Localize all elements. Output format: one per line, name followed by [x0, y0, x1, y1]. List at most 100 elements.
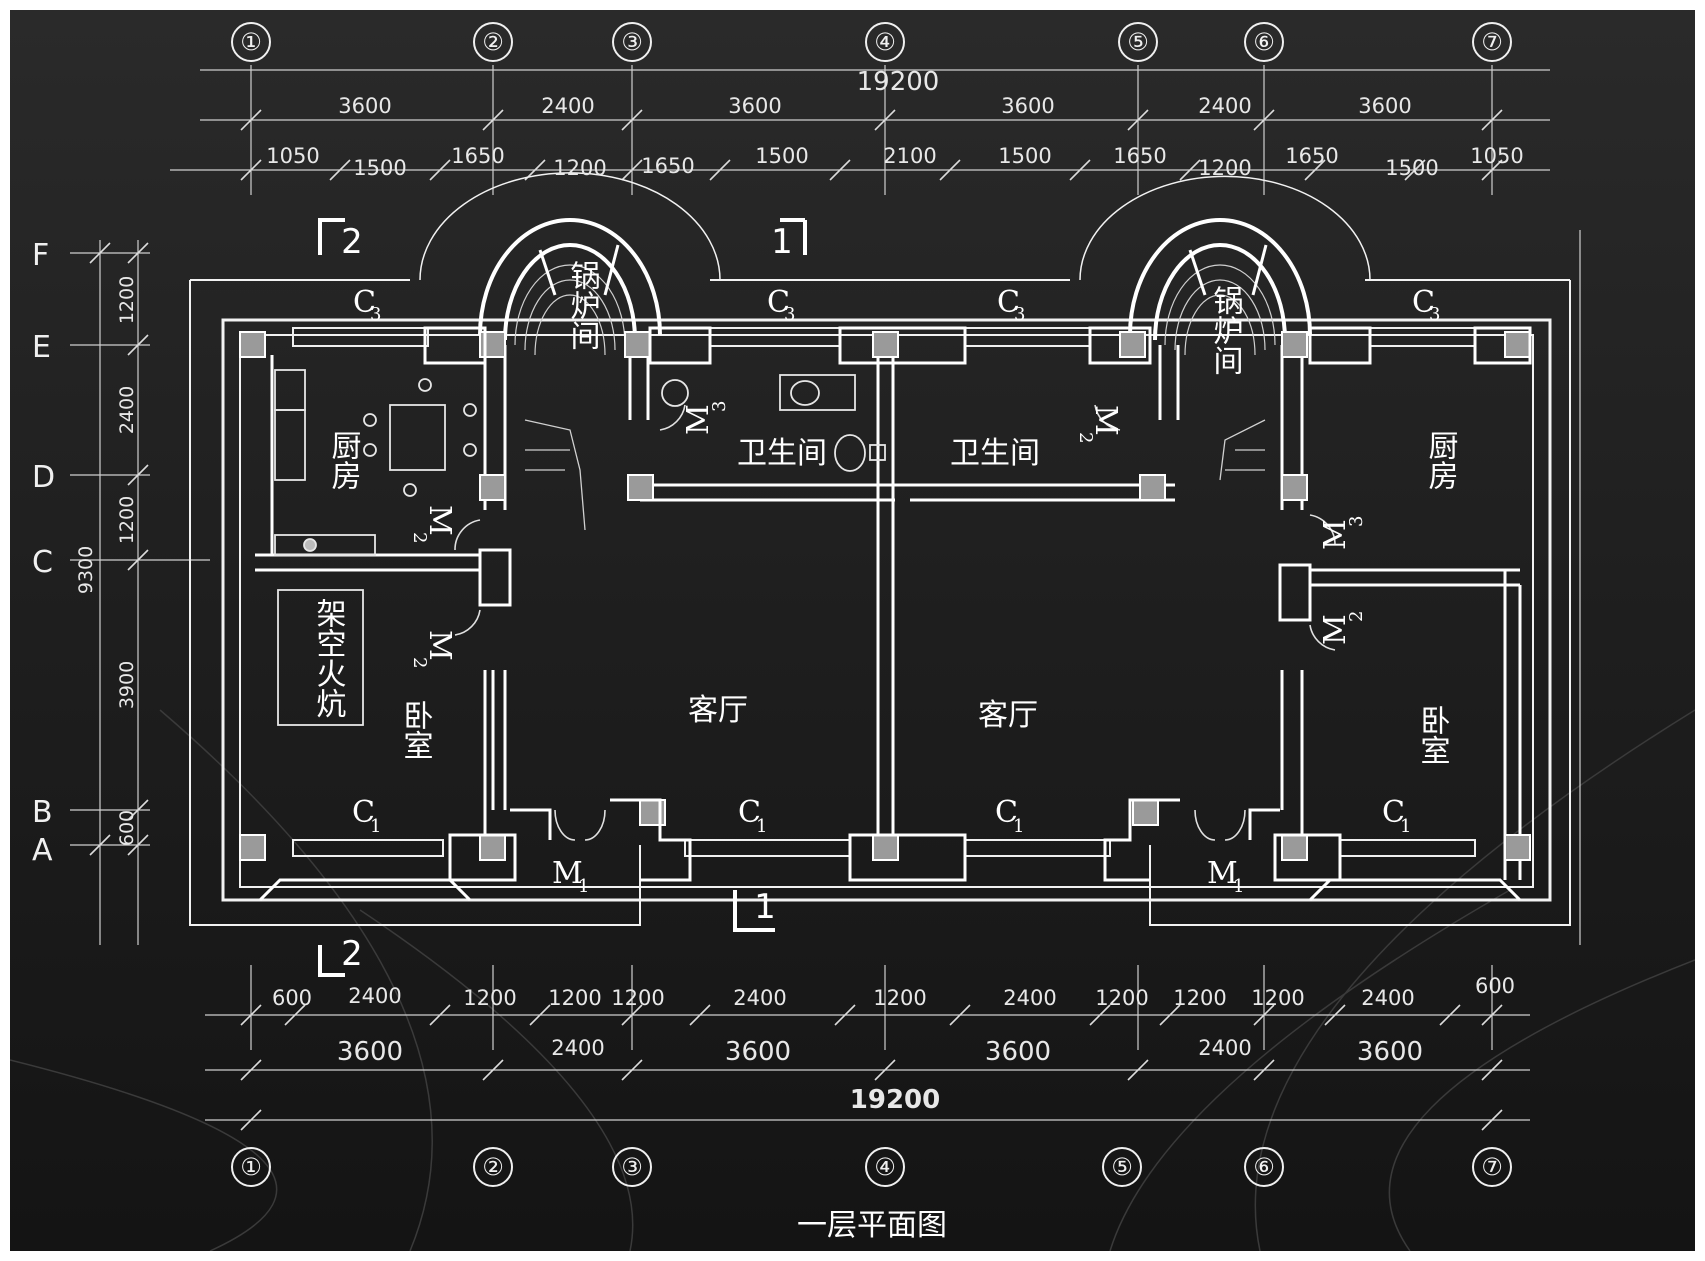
dim-bottom-bay: 3600 — [725, 1037, 791, 1067]
dim-bottom-detail: 1200 — [873, 986, 926, 1010]
door-m1-label: M — [552, 856, 583, 891]
door-swings — [454, 404, 1336, 841]
dim-left-total: 9300 — [75, 546, 97, 594]
room-boiler-left-label: 锅炉间 — [565, 260, 601, 350]
door-m3-label: M — [1318, 519, 1353, 550]
room-labels: 锅炉间 锅炉间 厨房 厨房 卫生间 卫生间 架空火炕 卧室 卧室 客厅 客厅 — [311, 260, 1459, 765]
room-bath-right-label: 卫生间 — [950, 436, 1040, 471]
grid-bubbles-top: ① ② ③ ④ ⑤ ⑥ ⑦ — [240, 28, 1503, 56]
dim-top-detail: 1500 — [353, 156, 406, 180]
dim-top-detail: 1050 — [1470, 144, 1523, 168]
window-c1-label: C — [352, 795, 375, 830]
floor-plan-drawing: ① ② ③ ④ ⑤ ⑥ ⑦ ① ② ③ ④ ⑤ ⑥ ⑦ F E D C B A … — [10, 10, 1695, 1251]
room-living-right-label: 客厅 — [978, 698, 1038, 733]
dim-top-bay: 3600 — [1358, 94, 1411, 118]
dims-top-bays: 3600 2400 3600 3600 2400 3600 — [338, 94, 1411, 118]
stairs — [524, 419, 1266, 531]
grid-bubble-5: ⑤ — [1127, 28, 1149, 56]
room-boiler-right-label: 锅炉间 — [1208, 285, 1244, 375]
dim-top-total: 19200 — [857, 67, 940, 97]
background-arcs — [10, 709, 1695, 1251]
section-mark-2-bottom: 2 — [341, 934, 363, 974]
window-c1-label: C — [995, 795, 1018, 830]
door-m2-sub: 2 — [409, 532, 430, 543]
drawing-background — [10, 10, 1695, 1251]
pillars — [239, 331, 1531, 861]
grid-bubble-1: ① — [240, 28, 262, 56]
door-m3-label: M — [681, 404, 716, 435]
porch-steps — [258, 798, 1522, 902]
dim-left-part: 1200 — [116, 276, 138, 324]
dim-bottom-detail: 2400 — [733, 986, 786, 1010]
dim-top-detail: 1200 — [553, 156, 606, 180]
grid-bubble-circles — [231, 22, 1512, 1187]
dim-bottom-detail: 2400 — [1361, 986, 1414, 1010]
door-m2-label: M — [422, 630, 457, 661]
door-m1-label: M — [1207, 856, 1238, 891]
dims-bottom-bays: 3600 2400 3600 3600 2400 3600 — [337, 1036, 1423, 1067]
room-kang-label: 架空火炕 — [311, 598, 346, 718]
dim-top-detail: 1050 — [266, 144, 319, 168]
section-mark-1-bottom: 1 — [754, 887, 776, 927]
grid-bubble-bottom-6: ⑥ — [1253, 1153, 1275, 1181]
dim-top-detail: 1500 — [1385, 156, 1438, 180]
room-bath-left-label: 卫生间 — [737, 436, 827, 471]
grid-bubble-2: ② — [482, 28, 504, 56]
dim-left-part: 600 — [116, 810, 138, 846]
window-c3-sub: 3 — [1429, 304, 1440, 325]
boiler-steps — [514, 264, 1276, 356]
section-markers — [318, 218, 807, 977]
grid-letter-a: A — [32, 833, 53, 868]
boiler-arches — [478, 218, 1312, 341]
section-mark-2-top: 2 — [341, 222, 363, 262]
dim-bottom-detail: 2400 — [1003, 986, 1056, 1010]
dim-bottom-detail: 1200 — [1173, 986, 1226, 1010]
dim-bottom-bay: 3600 — [985, 1037, 1051, 1067]
window-c3-label: C — [1412, 285, 1435, 320]
drawing-caption: 一层平面图 — [797, 1208, 947, 1243]
window-c3-sub: 3 — [784, 304, 795, 325]
grid-bubble-bottom-3: ③ — [621, 1153, 643, 1181]
grid-bubble-4: ④ — [874, 28, 896, 56]
boiler-radial-lines — [538, 244, 1268, 296]
dim-bottom-detail: 1200 — [548, 986, 601, 1010]
room-living-left-label: 客厅 — [688, 693, 748, 728]
dim-top-bay: 2400 — [1198, 94, 1251, 118]
grid-bubble-3: ③ — [621, 28, 643, 56]
door-m2-sub: 2 — [409, 657, 430, 668]
grid-bubble-bottom-5: ⑤ — [1111, 1153, 1133, 1181]
dim-top-detail: 1650 — [1113, 144, 1166, 168]
window-c3-label: C — [997, 285, 1020, 320]
dim-bottom-detail: 600 — [272, 986, 312, 1010]
interior-walls — [255, 345, 1522, 880]
door-m1-sub: 1 — [1233, 876, 1244, 897]
window-c1-label: C — [738, 795, 761, 830]
window-c3-sub: 3 — [1014, 304, 1025, 325]
dim-bottom-bay: 2400 — [551, 1036, 604, 1060]
door-m2-label: M — [422, 505, 457, 536]
fixtures — [274, 369, 886, 726]
dim-top-detail: 1200 — [1198, 156, 1251, 180]
dim-left-part: 2400 — [116, 386, 138, 434]
dim-bottom-total: 19200 — [850, 1085, 940, 1115]
wall-pier-blocks — [423, 326, 1532, 882]
grid-bubble-bottom-7: ⑦ — [1481, 1153, 1503, 1181]
dim-bottom-bay: 3600 — [1357, 1037, 1423, 1067]
door-m2-label: M — [1318, 614, 1353, 645]
grid-letter-f: F — [32, 238, 49, 273]
door-m2-label: M — [1088, 405, 1123, 436]
room-boiler-left: 锅炉间 — [565, 260, 601, 350]
grid-letter-b: B — [32, 795, 53, 830]
grid-bubble-7: ⑦ — [1481, 28, 1503, 56]
grid-bubbles-bottom: ① ② ③ ④ ⑤ ⑥ ⑦ — [240, 1153, 1503, 1181]
dim-bottom-detail: 1200 — [1095, 986, 1148, 1010]
grid-letter-e: E — [32, 330, 51, 365]
room-bedroom-left-label: 卧室 — [398, 700, 433, 760]
dim-bottom-detail: 1200 — [611, 986, 664, 1010]
dimension-ticks — [89, 109, 1503, 1131]
door-m3-sub: 3 — [709, 401, 730, 412]
room-bedroom-right-label: 卧室 — [1415, 705, 1450, 765]
dim-bottom-detail: 1200 — [463, 986, 516, 1010]
room-boiler-right: 锅炉间 — [1208, 285, 1244, 375]
window-c3-label: C — [353, 285, 376, 320]
